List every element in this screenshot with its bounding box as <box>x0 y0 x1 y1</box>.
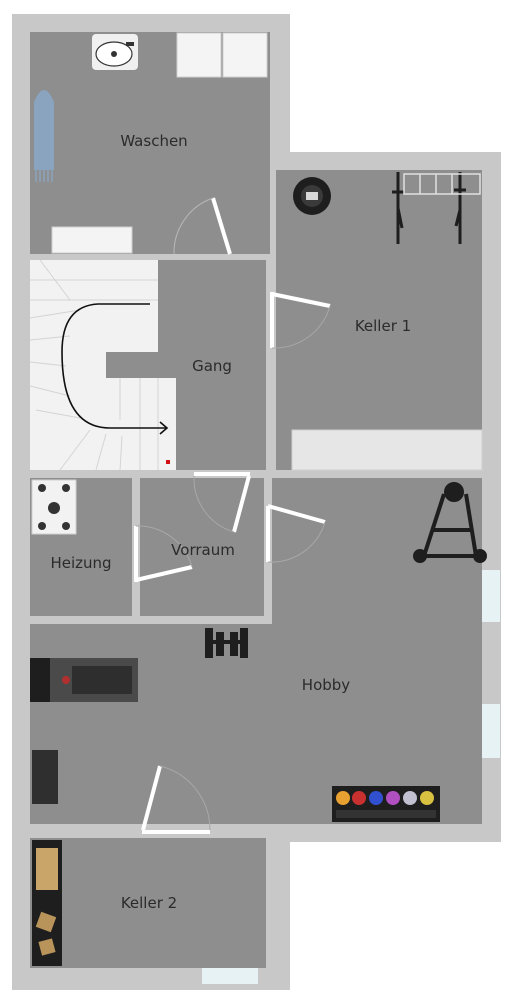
room-label-waschen: Waschen <box>120 132 187 150</box>
room-label-vorraum: Vorraum <box>171 541 235 559</box>
treadmill-icon <box>30 658 138 702</box>
window-keller2 <box>202 968 258 984</box>
boiler-icon <box>31 479 77 535</box>
bench-icon <box>32 750 58 804</box>
room-label-heizung: Heizung <box>50 554 111 572</box>
dumbbell-icon <box>205 628 248 658</box>
room-label-keller2: Keller 2 <box>121 894 177 912</box>
stair-direction-arrow <box>61 303 166 429</box>
windows <box>202 570 500 984</box>
door-heizung <box>134 525 193 582</box>
doors <box>134 197 331 834</box>
door-hobby <box>266 504 326 563</box>
room-label-keller1: Keller 1 <box>355 317 411 335</box>
window-hobby-1 <box>482 570 500 622</box>
shelf-icon <box>32 840 62 966</box>
power-rack-icon <box>413 482 487 563</box>
floor-keller2 <box>30 838 266 968</box>
washbasin-icon <box>92 34 138 70</box>
window-hobby-2 <box>482 704 500 758</box>
door-keller1 <box>270 292 331 349</box>
kettlebell-rack-icon <box>332 786 440 822</box>
robot-vacuum-icon <box>293 177 331 215</box>
ironing-board-icon <box>34 90 54 182</box>
room-label-gang: Gang <box>192 357 232 375</box>
door-keller2 <box>141 765 211 834</box>
washing-machine-icon <box>176 32 268 78</box>
door-vorraum-top <box>193 472 251 533</box>
shelf-icon <box>51 226 133 254</box>
bicycle-icon <box>392 172 466 244</box>
staircase <box>29 259 176 471</box>
bike-rack <box>403 173 481 195</box>
shelf-icon <box>291 429 483 471</box>
door-waschen <box>173 197 232 255</box>
room-label-hobby: Hobby <box>302 676 350 694</box>
floor-keller1 <box>276 170 482 470</box>
